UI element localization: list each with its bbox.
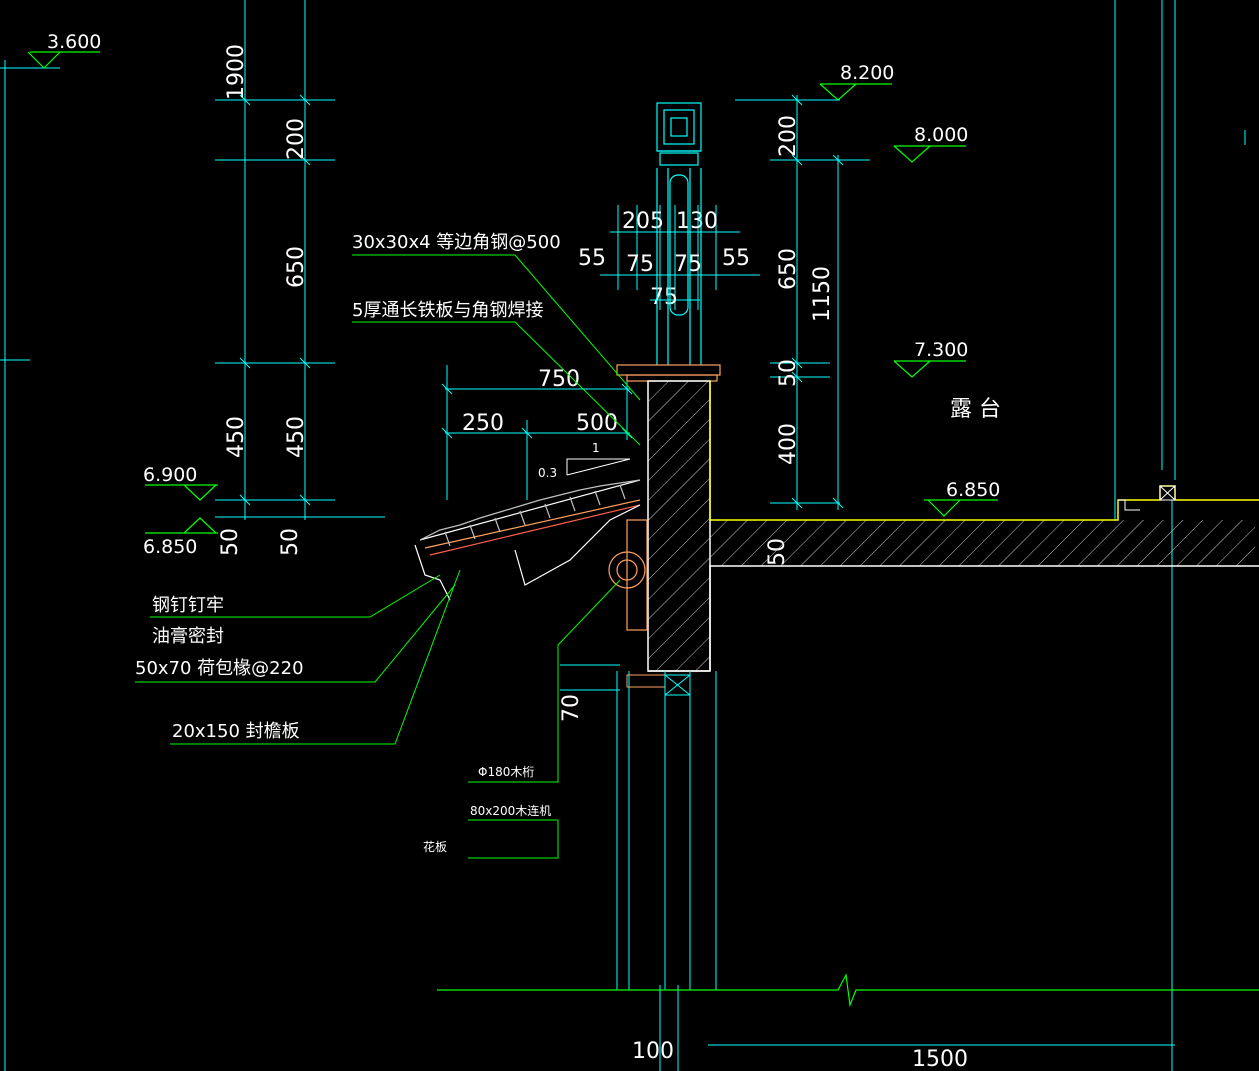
dim-50-right: 50 xyxy=(776,359,801,387)
label-terrace: 露 台 xyxy=(950,397,1001,422)
level-3600: 3.600 xyxy=(47,31,101,53)
level-6900: 6.900 xyxy=(143,464,197,486)
level-8200: 8.200 xyxy=(840,62,894,84)
dim-500: 500 xyxy=(576,411,618,436)
dim-450-a: 450 xyxy=(224,416,249,458)
note-angle-steel: 30x30x4 等边角钢@500 xyxy=(352,232,561,253)
note-purlin: 50x70 荷包椽@220 xyxy=(135,658,304,679)
dim-450-b: 450 xyxy=(284,416,309,458)
note-nail: 钢钉钉牢 xyxy=(152,595,224,616)
dim-1900: 1900 xyxy=(224,44,249,100)
dim-50-a: 50 xyxy=(218,528,243,556)
note-putty: 油膏密封 xyxy=(152,625,224,647)
note-tie: 80x200木连机 xyxy=(470,803,551,818)
baluster-post xyxy=(656,102,702,365)
eave-overhang xyxy=(414,479,648,631)
level-7300: 7.300 xyxy=(914,339,968,361)
left-dimension-lines xyxy=(0,0,385,1071)
level-6850-left: 6.850 xyxy=(143,536,197,558)
dim-400: 400 xyxy=(776,423,801,465)
dim-250: 250 xyxy=(462,411,504,436)
parapet-wall xyxy=(647,380,1259,672)
wall-coping xyxy=(616,364,721,382)
level-8000: 8.000 xyxy=(914,124,968,146)
dim-200-right: 200 xyxy=(776,115,801,157)
note-flower-board: 花板 xyxy=(423,839,447,854)
dim-50-b: 50 xyxy=(278,528,303,556)
dim-1150: 1150 xyxy=(810,266,835,322)
slope-indicator xyxy=(566,458,631,476)
dim-75-c: 75 xyxy=(650,285,678,310)
dim-55-right: 55 xyxy=(722,246,750,271)
note-fascia: 20x150 封檐板 xyxy=(172,721,300,742)
level-6850-right: 6.850 xyxy=(946,479,1000,501)
dim-200-left: 200 xyxy=(284,118,309,160)
dim-75-a: 75 xyxy=(626,252,654,277)
slope-1: 1 xyxy=(592,441,600,455)
leader-lines xyxy=(135,254,641,859)
level-markers xyxy=(27,51,998,534)
dim-130: 130 xyxy=(676,209,718,234)
dim-100: 100 xyxy=(632,1039,674,1064)
dim-205: 205 xyxy=(622,209,664,234)
timber-column xyxy=(616,671,717,990)
dim-650-right: 650 xyxy=(776,248,801,290)
dim-55-left: 55 xyxy=(578,246,606,271)
room-lines xyxy=(1118,485,1176,511)
note-steel-plate: 5厚通长铁板与角钢焊接 xyxy=(352,300,543,321)
slope-03: 0.3 xyxy=(538,466,557,480)
dim-650-left: 650 xyxy=(284,246,309,288)
ground-line xyxy=(437,973,1259,1008)
dim-70: 70 xyxy=(559,694,584,722)
right-dimension-lines xyxy=(441,0,1246,1071)
dim-1500: 1500 xyxy=(912,1047,968,1071)
note-beam: Φ180木桁 xyxy=(478,765,534,779)
